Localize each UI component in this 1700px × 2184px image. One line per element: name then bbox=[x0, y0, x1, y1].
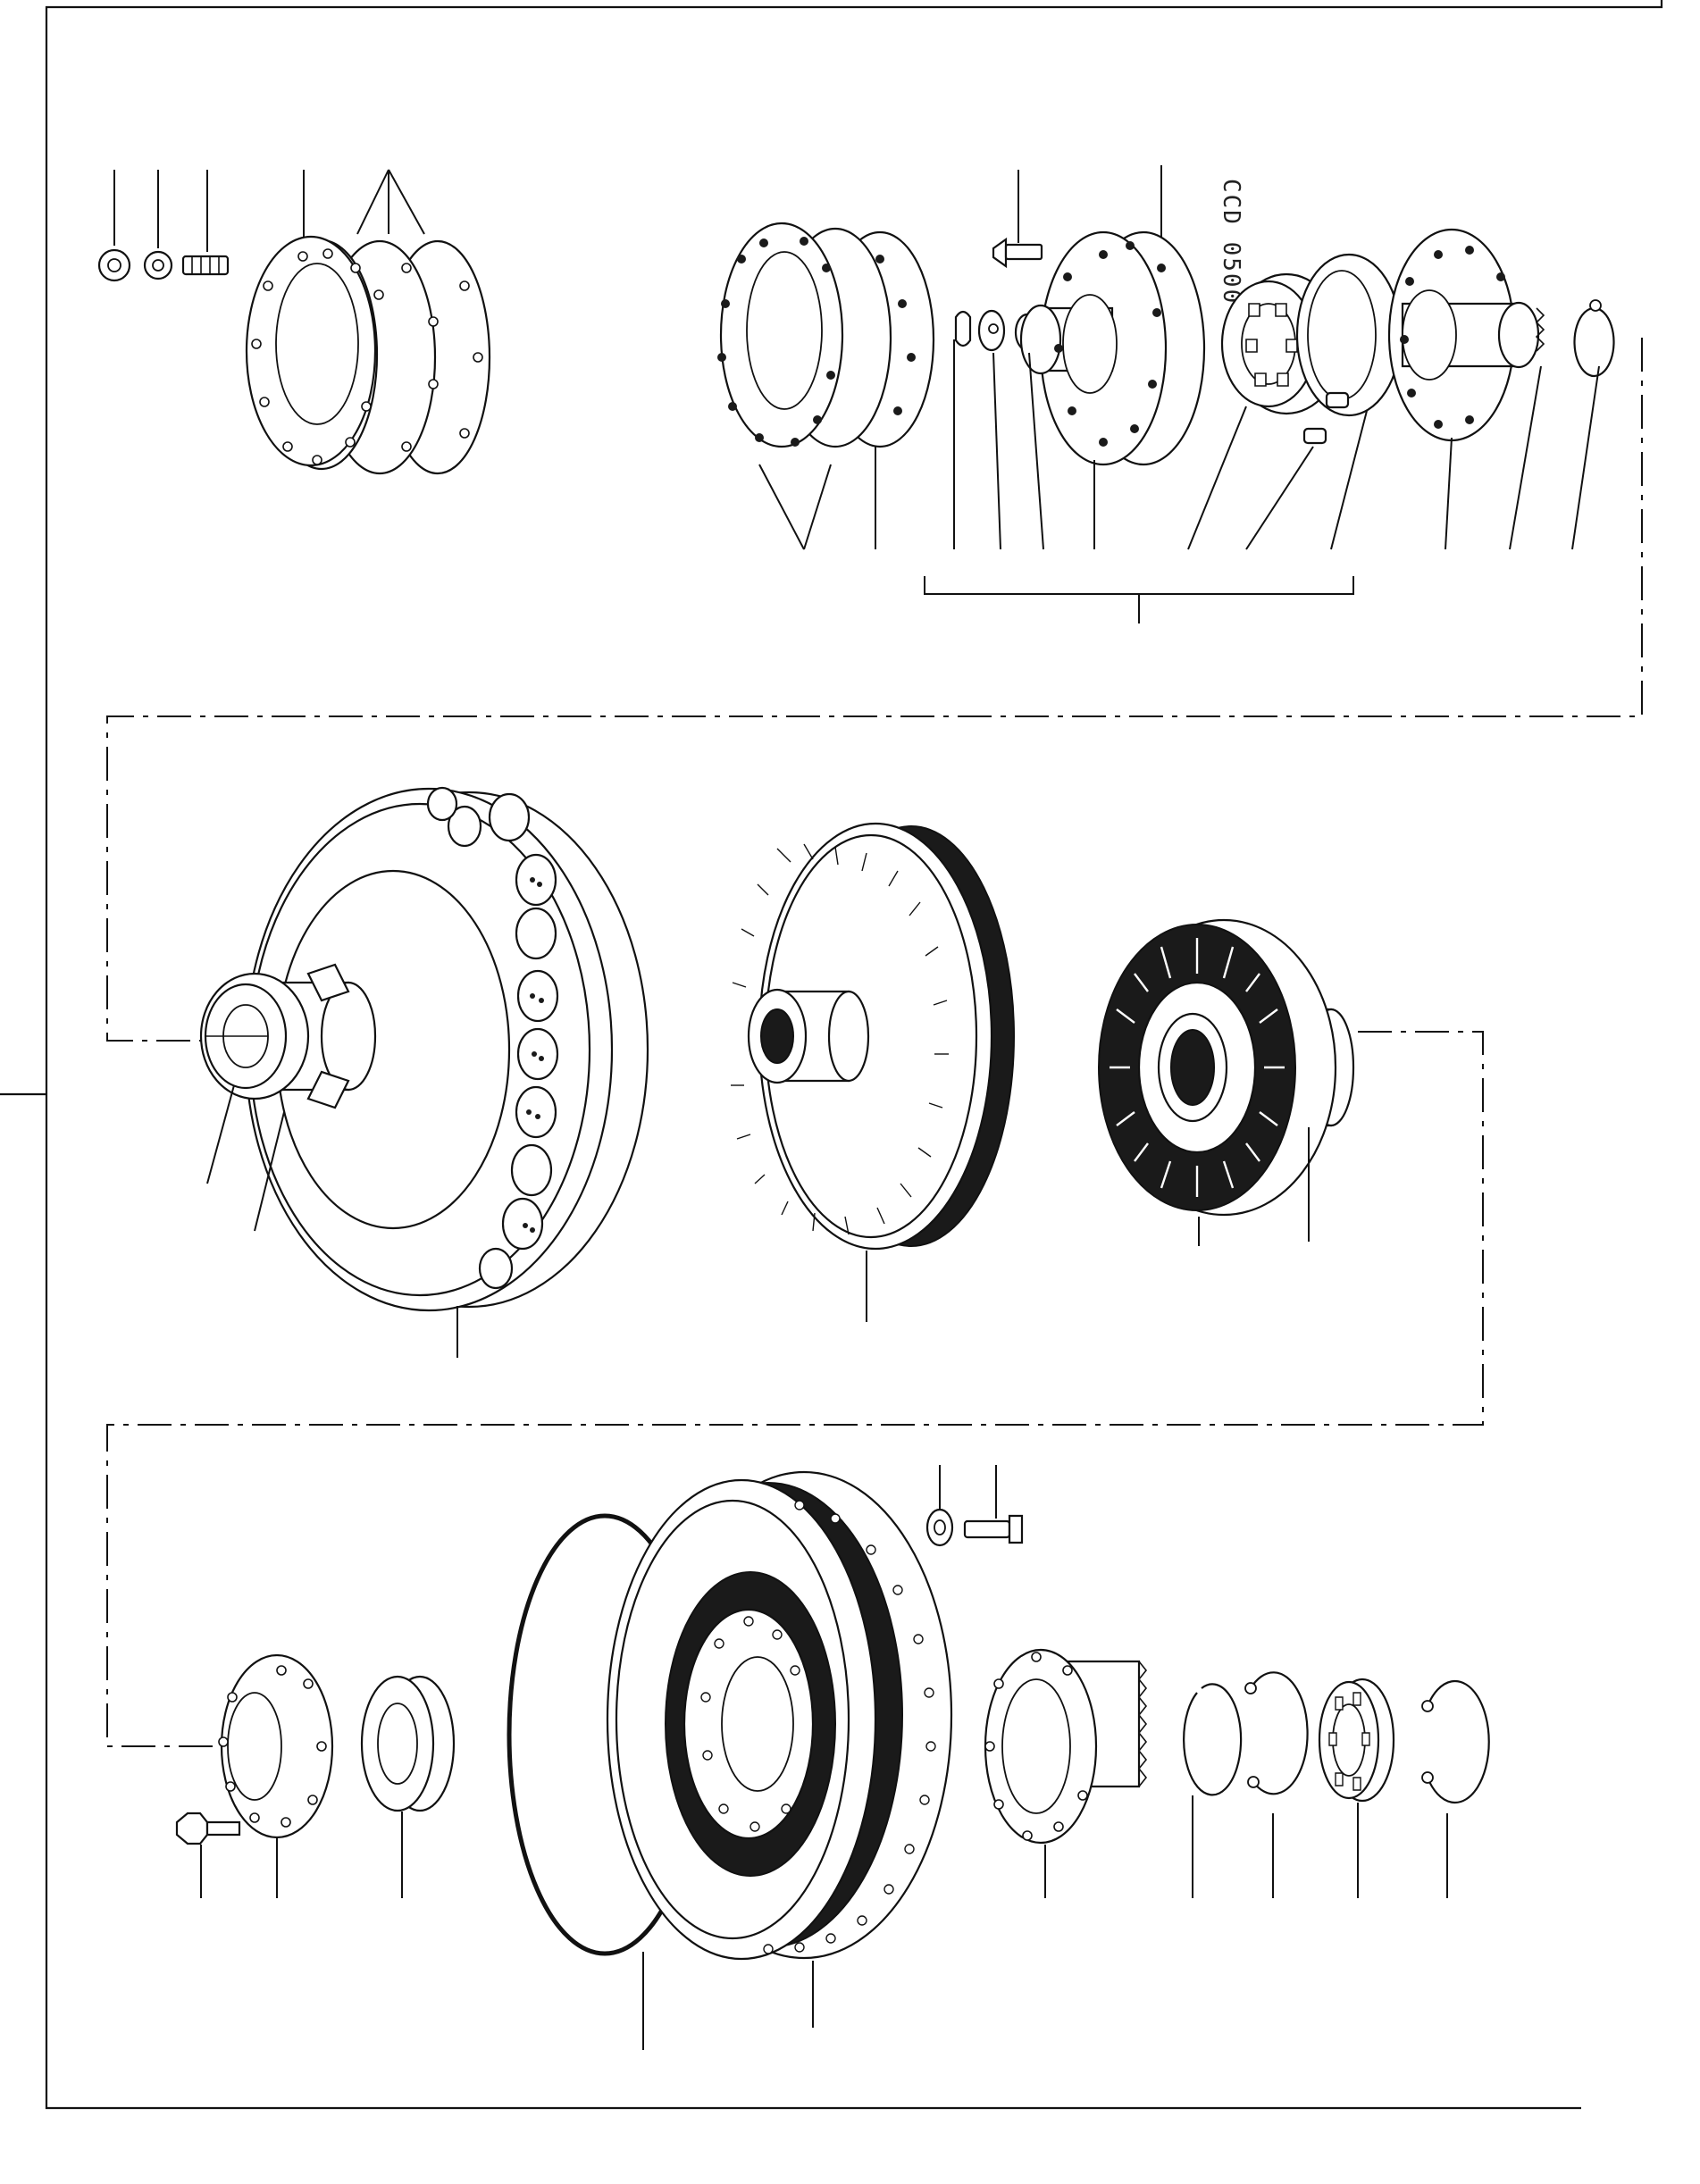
bolt-icon-bottom bbox=[965, 1516, 1022, 1543]
ball-bearing bbox=[362, 1677, 454, 1811]
snap-ring bbox=[1575, 300, 1614, 376]
pump-impeller bbox=[607, 1472, 951, 1959]
retaining-ring-2 bbox=[1245, 1672, 1308, 1794]
clutch-plate-stack bbox=[717, 223, 934, 447]
bolt-icon bbox=[183, 256, 228, 274]
hex-bolt-icon bbox=[177, 1813, 239, 1844]
stator-wheel bbox=[1099, 920, 1353, 1215]
stamp-text: CCD 0500 bbox=[1218, 179, 1244, 305]
pilot-bearing bbox=[201, 965, 375, 1108]
key-pins bbox=[1304, 393, 1348, 443]
page-frame bbox=[0, 0, 1662, 2108]
gear-hub bbox=[985, 1650, 1146, 1843]
pump-housing-group bbox=[177, 1465, 1489, 2050]
needle-bearing bbox=[1319, 1679, 1394, 1801]
cover-plate bbox=[219, 1655, 332, 1837]
retaining-ring-1 bbox=[1184, 1684, 1241, 1795]
leader-lines-top bbox=[114, 165, 1599, 623]
washer-icon-bottom bbox=[927, 1510, 952, 1545]
converter-housing bbox=[246, 788, 648, 1310]
screw-icon bbox=[993, 239, 1042, 266]
turbine-wheel bbox=[731, 824, 1014, 1249]
retaining-ring-3 bbox=[1422, 1681, 1489, 1803]
connector-line-2 bbox=[107, 1032, 1483, 1746]
connector-line-1 bbox=[107, 338, 1642, 1041]
washer-icon bbox=[145, 252, 172, 279]
leader-lines-bottom bbox=[201, 1465, 1447, 2050]
turbine-stator-group bbox=[201, 788, 1353, 1358]
shim-plate-stack bbox=[247, 237, 490, 473]
shaft-group: CCD 0500 bbox=[99, 165, 1614, 623]
output-flange bbox=[1389, 230, 1544, 440]
nut-icon bbox=[99, 250, 130, 280]
hub-flange bbox=[1021, 232, 1204, 464]
leader-lines-middle bbox=[207, 1085, 1309, 1358]
thrust-ring bbox=[1297, 255, 1401, 415]
